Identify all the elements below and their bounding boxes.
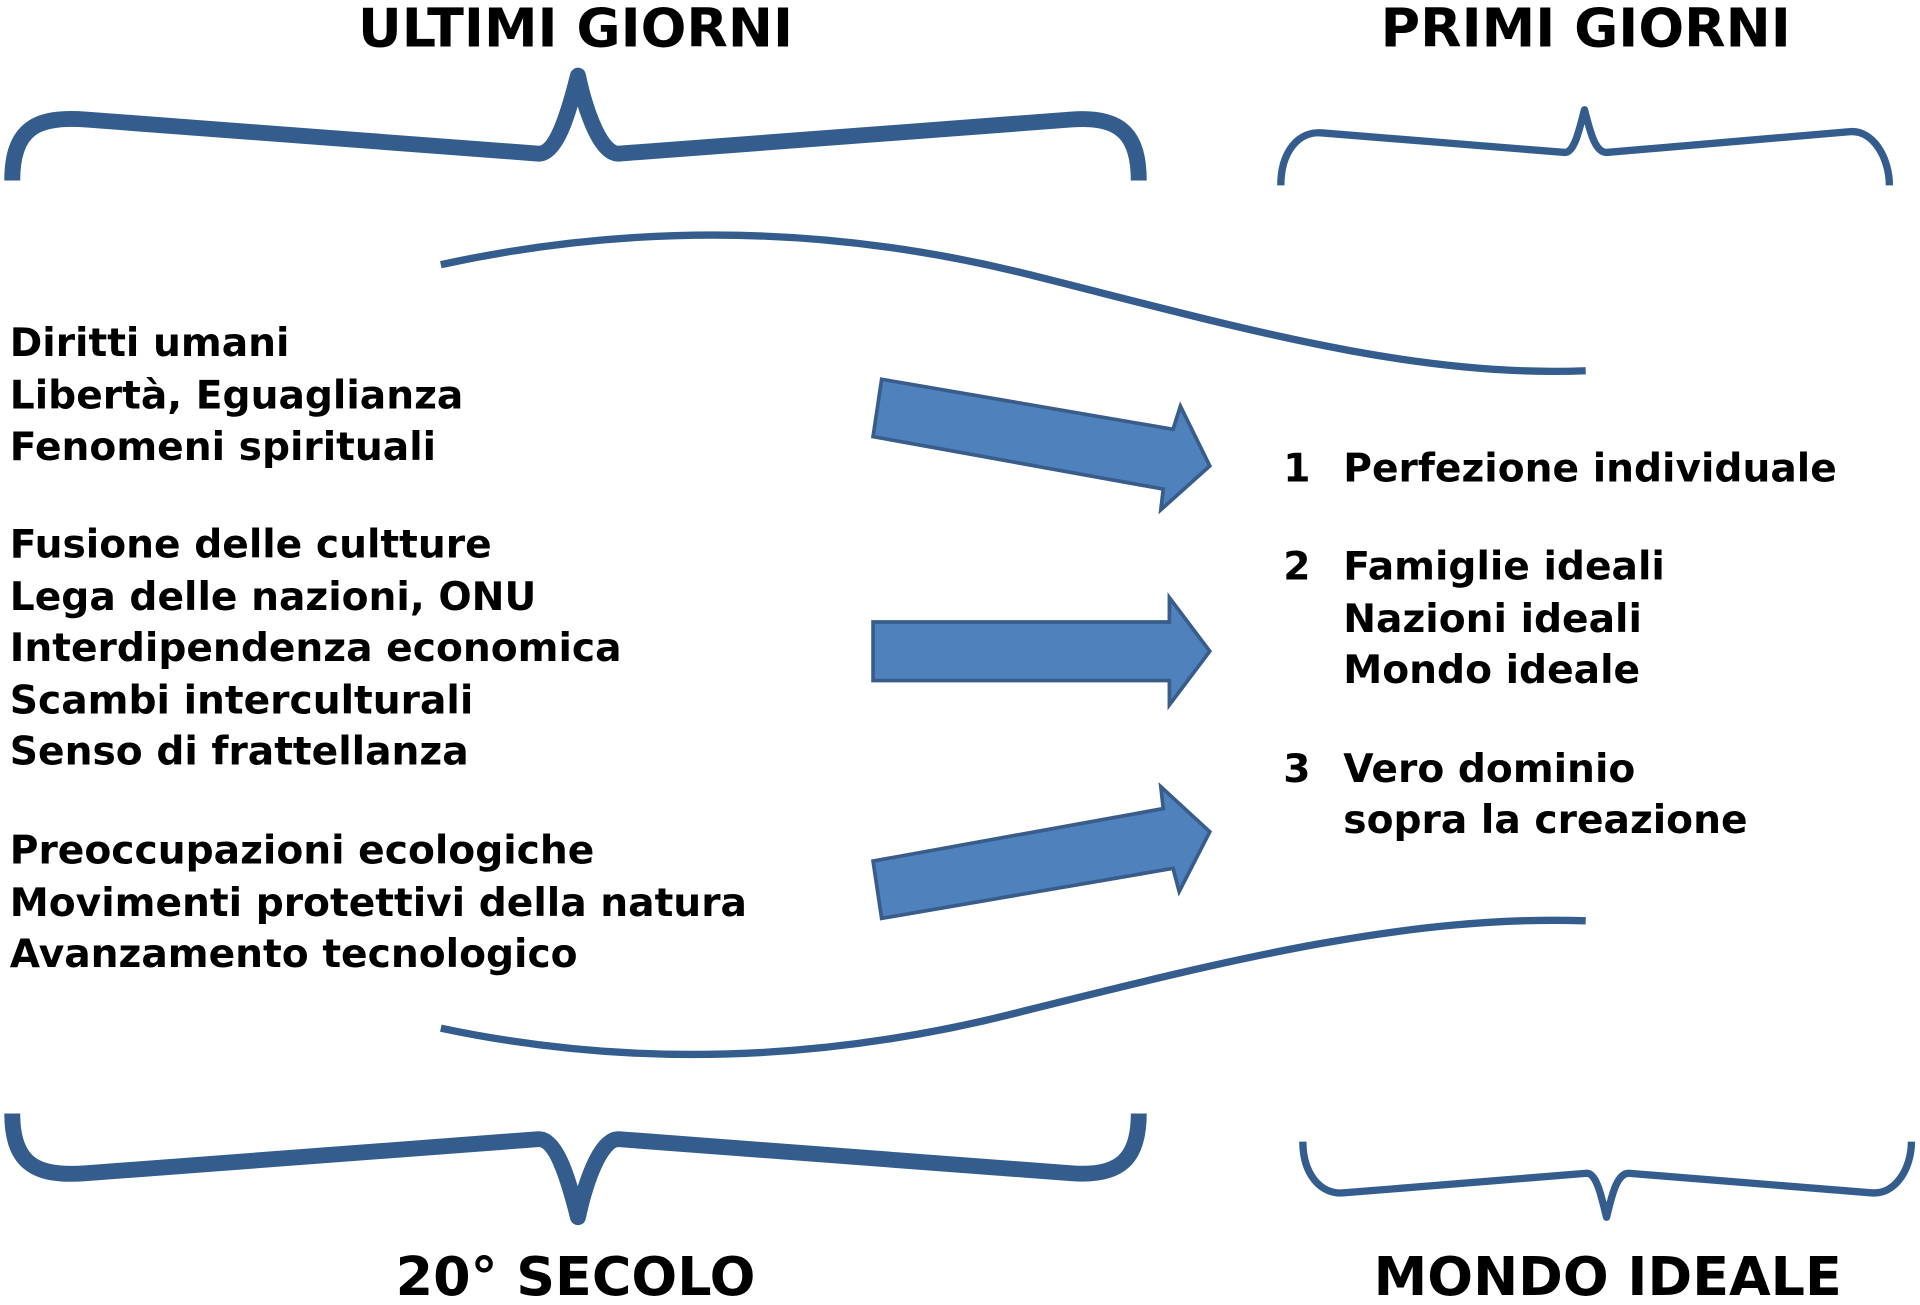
arrow-1: [870, 377, 1213, 515]
left-item: Libertà, Eguaglianza: [10, 374, 464, 419]
right-item-1: 1 Perfezione individuale: [1283, 447, 1837, 492]
right-item-2: 2 Famiglie ideali Nazioni ideali Mondo i…: [1283, 544, 1665, 693]
arrow-2: [871, 592, 1213, 711]
left-item: Fusione delle cultture: [10, 522, 492, 567]
header-mondo-ideale: MONDO IDEALE: [1374, 1245, 1842, 1305]
left-item: Interdipendenza economica: [10, 626, 622, 671]
item-line: Nazioni ideali: [1343, 597, 1642, 642]
header-primi-giorni: PRIMI GIORNI: [1381, 0, 1791, 59]
left-group-2: Fusione delle cultture Lega delle nazion…: [10, 522, 622, 774]
left-item: Senso di frattellanza: [10, 730, 469, 775]
left-item: Avanzamento tecnologico: [10, 932, 578, 977]
brace-top-right: [1277, 106, 1894, 186]
item-number: 3: [1283, 747, 1310, 792]
left-group-3: Preoccupazioni ecologiche Movimenti prot…: [10, 829, 747, 978]
brace-middle: [440, 231, 1586, 1059]
brace-top-left: [4, 67, 1147, 181]
header-ultimi-giorni: ULTIMI GIORNI: [358, 0, 793, 59]
left-item: Movimenti protettivi della natura: [10, 881, 747, 926]
right-item-3: 3 Vero dominio sopra la creazione: [1283, 747, 1747, 843]
left-item: Lega delle nazioni, ONU: [10, 575, 536, 620]
item-line: Perfezione individuale: [1343, 447, 1837, 492]
left-item: Preoccupazioni ecologiche: [10, 829, 595, 874]
left-item: Scambi interculturali: [10, 679, 473, 724]
left-item: Fenomeni spirituali: [10, 425, 436, 470]
arrow-3: [870, 781, 1213, 921]
item-number: 1: [1283, 447, 1310, 492]
brace-bottom-right: [1299, 1141, 1916, 1221]
left-item: Diritti umani: [10, 321, 290, 366]
item-line: Vero dominio: [1343, 747, 1635, 792]
item-number: 2: [1283, 544, 1310, 589]
header-20-secolo: 20° SECOLO: [396, 1245, 756, 1305]
item-line: Mondo ideale: [1343, 648, 1640, 693]
left-group-1: Diritti umani Libertà, Eguaglianza Fenom…: [10, 321, 464, 470]
item-line: sopra la creazione: [1343, 798, 1747, 843]
brace-bottom-left: [4, 1113, 1147, 1226]
item-line: Famiglie ideali: [1343, 544, 1665, 589]
